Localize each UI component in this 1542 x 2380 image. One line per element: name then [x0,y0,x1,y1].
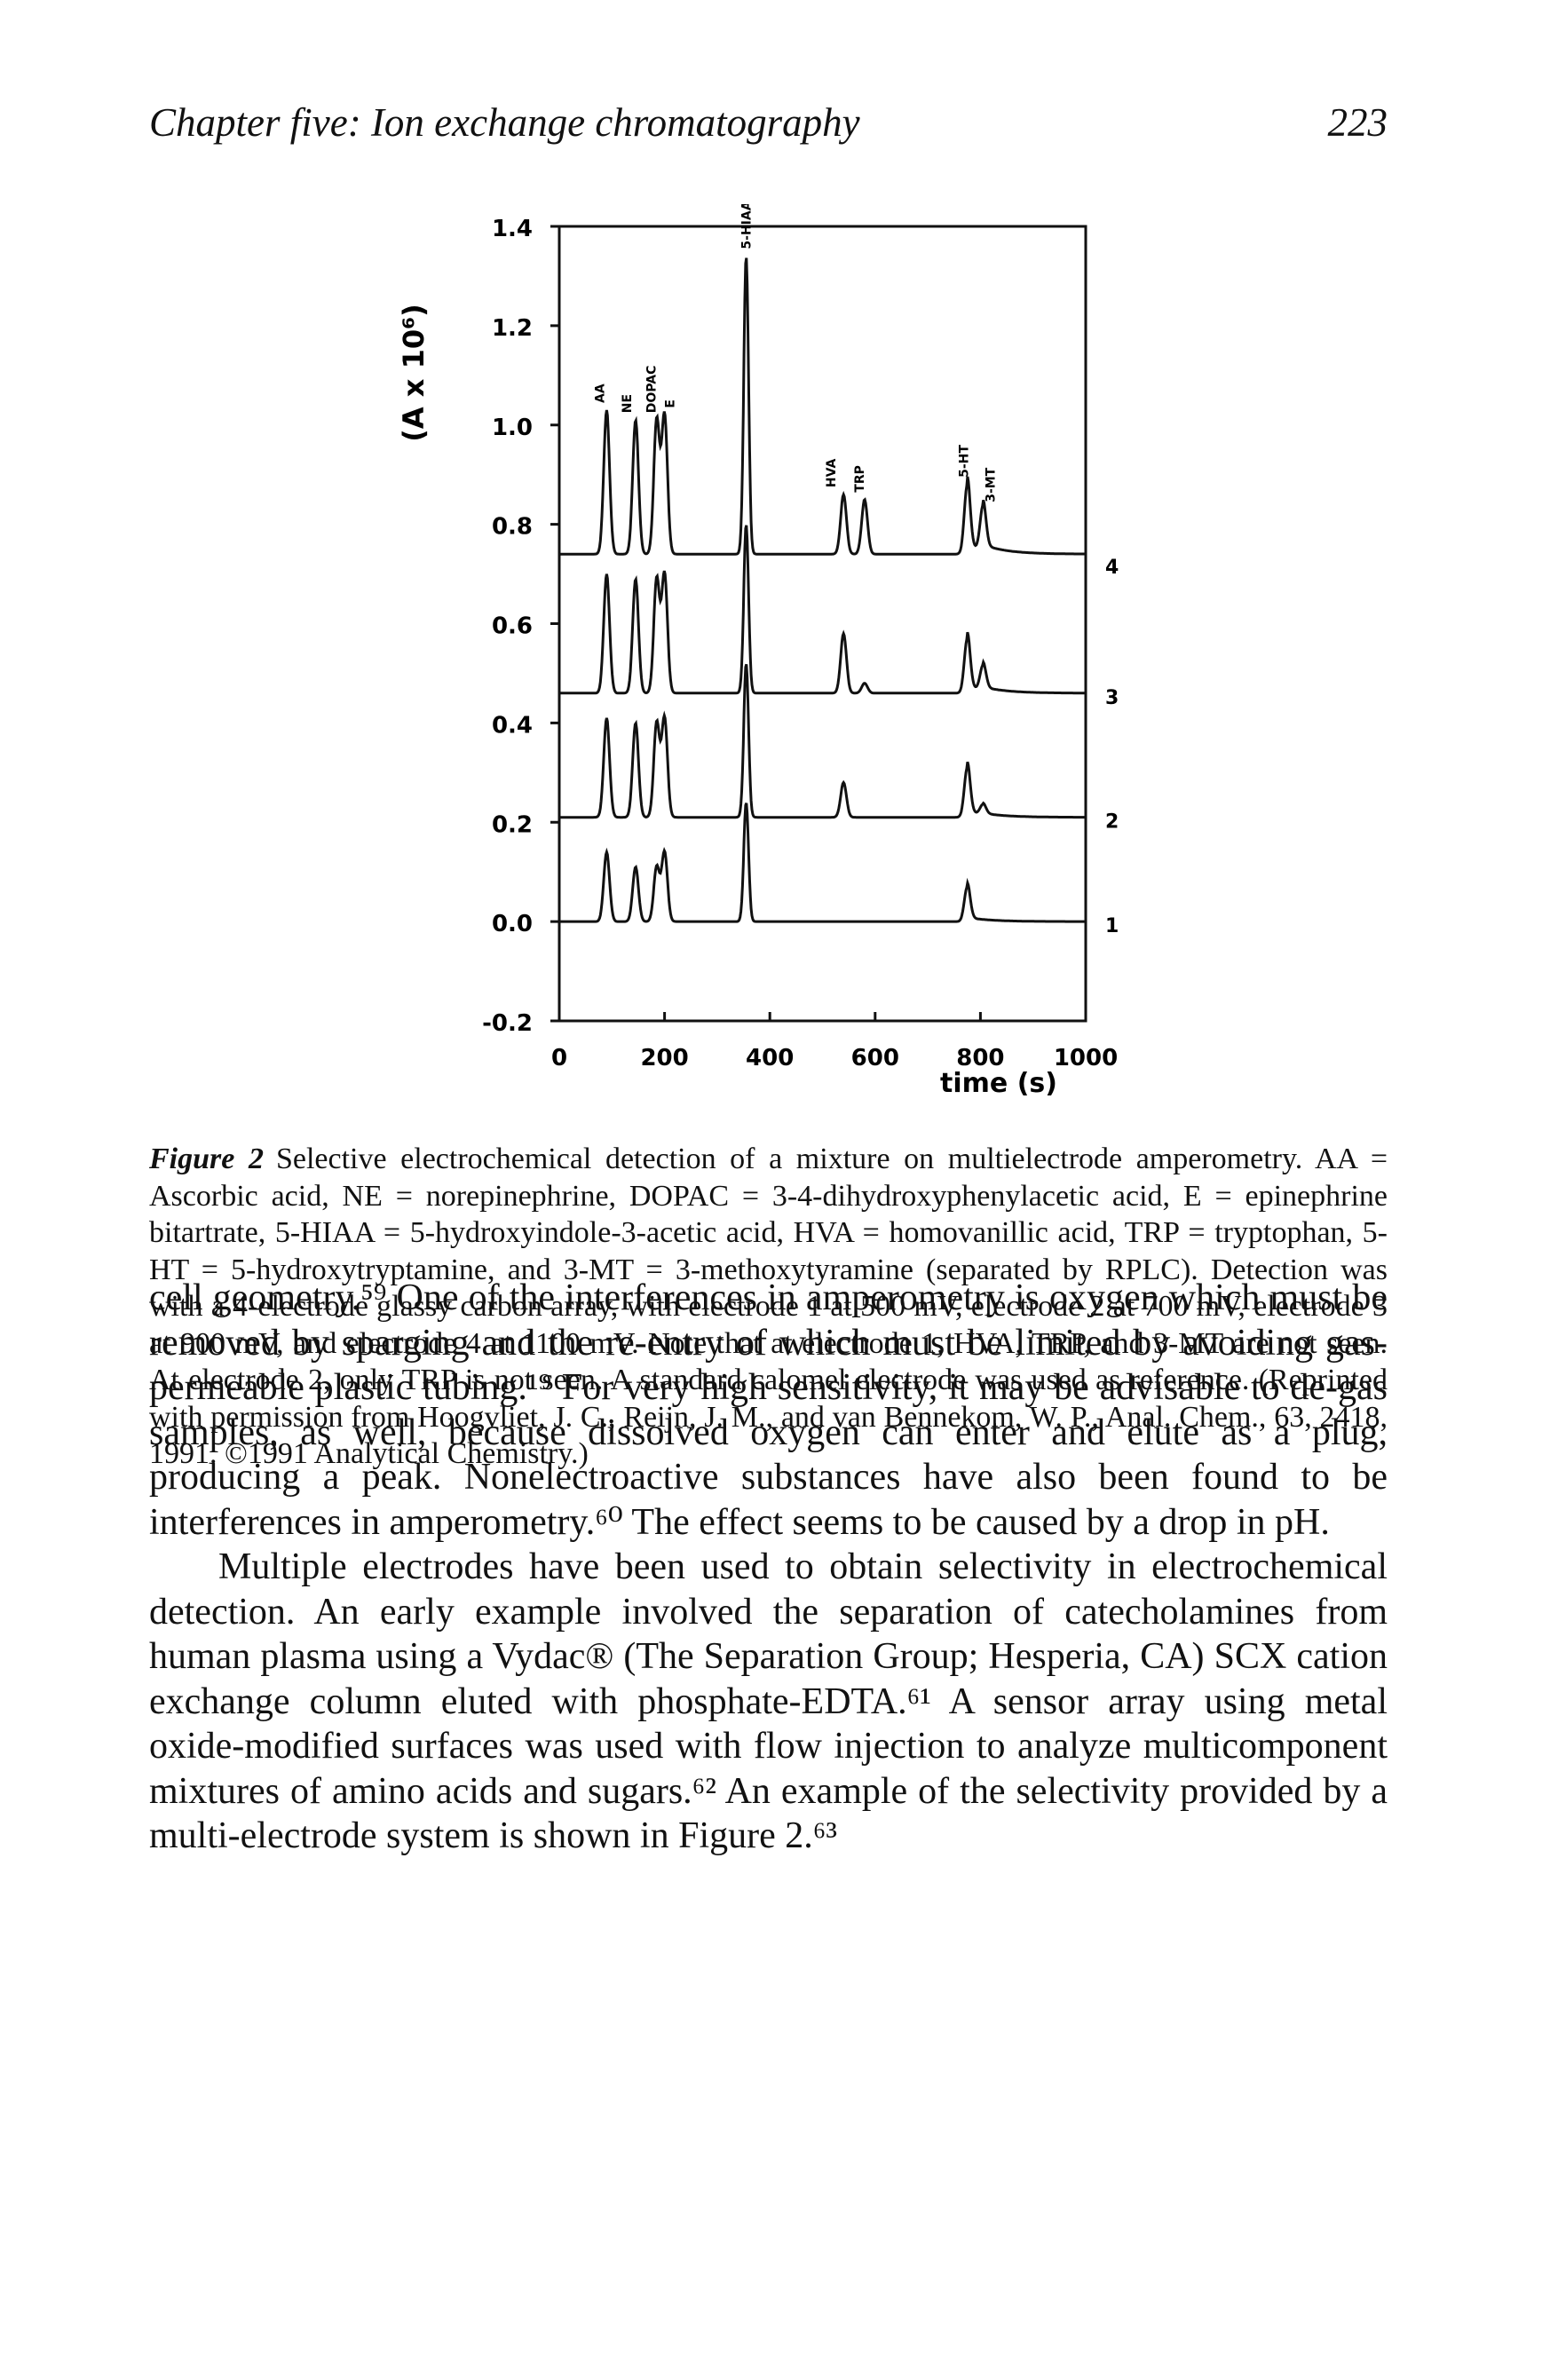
y-tick-label: 0.8 [492,514,533,541]
paragraph: cell geometry.⁵⁹ One of the interference… [149,1277,1388,1543]
peak-label: TRP [853,465,867,493]
peak-label: 5-HIAA [740,204,755,249]
y-tick-label: -0.2 [482,1010,533,1037]
peak-label: 3-MT [984,467,998,502]
peak-label: NE [621,394,635,413]
y-tick-label: 0.0 [492,911,533,937]
trace-number-label: 3 [1105,687,1119,709]
y-tick-label: 0.2 [492,811,533,838]
running-head: Chapter five: Ion exchange chromatograph… [149,99,1388,153]
trace-number-label: 1 [1105,915,1119,937]
y-tick-label: 1.4 [492,216,533,242]
peak-label: HVA [825,458,839,487]
chromatogram-trace-3 [559,525,1086,695]
x-tick-label: 1000 [1054,1045,1118,1071]
trace-number-label: 4 [1105,557,1119,579]
figure-label: Figure 2 [149,1143,264,1175]
chromatogram-trace-4 [559,257,1086,556]
y-tick-label: 1.0 [492,415,533,441]
y-tick-label: 1.2 [492,315,533,342]
chromatogram-trace-1 [559,803,1086,923]
y-tick-label: 0.4 [492,712,533,739]
peak-label: AA [593,383,607,403]
running-head-title: Chapter five: Ion exchange chromatograph… [149,100,860,145]
x-tick-label: 600 [851,1045,899,1071]
x-tick-label: 400 [746,1045,794,1071]
x-tick-label: 200 [640,1045,688,1071]
y-tick-label: 0.6 [492,613,533,640]
body-text: cell geometry.⁵⁹ One of the interference… [149,1276,1388,1859]
chromatogram-chart: 1.4 1.2 1.0 0.8 0.6 0.4 0.2 0.0 -0.2 0 200 400 600 8… [397,204,1119,1099]
peak-label: DOPAC [645,366,660,414]
x-tick-label: 0 [551,1045,567,1071]
peak-label: E [664,399,678,408]
x-tick-label: 800 [956,1045,1004,1071]
trace-number-label: 2 [1105,811,1119,834]
x-axis-label: time (s) [940,1068,1057,1099]
figure-caption-text: Selective electrochemical detection of a… [149,1143,1388,1470]
y-axis-label: (A x 10⁶) [397,304,431,441]
paragraph: Multiple electrodes have been used to ob… [149,1546,1388,1856]
page-number: 223 [1327,100,1388,145]
chromatogram-trace-2 [559,663,1086,819]
peak-label: 5-HT [958,445,972,478]
